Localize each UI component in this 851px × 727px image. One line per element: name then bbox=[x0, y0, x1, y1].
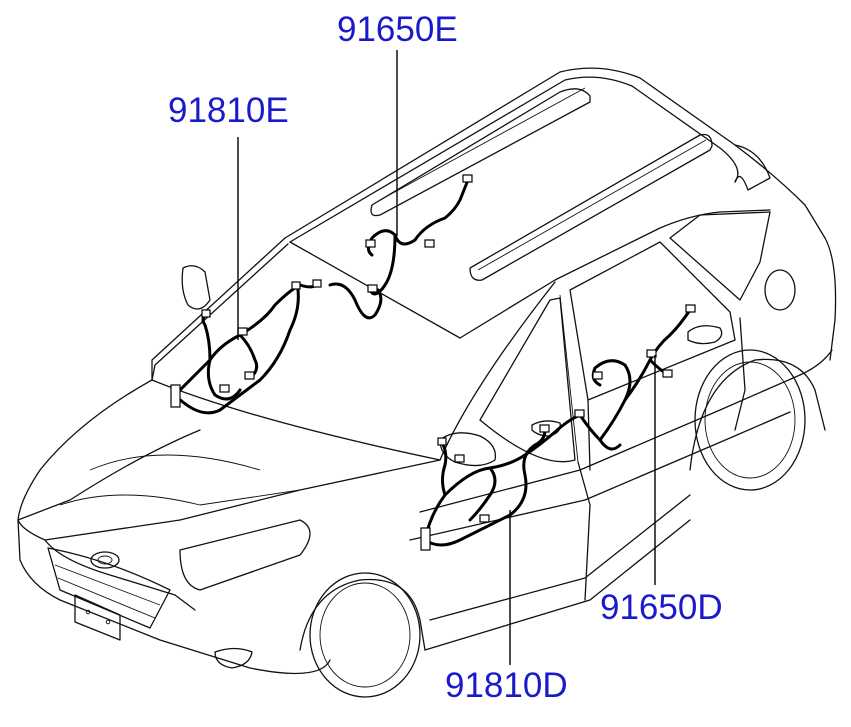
part-label-91650D: 91650D bbox=[600, 588, 723, 627]
harness-roof bbox=[328, 174, 473, 320]
harness-front-left bbox=[170, 279, 322, 415]
part-label-91810E: 91810E bbox=[168, 91, 289, 130]
part-label-91810D: 91810D bbox=[445, 666, 568, 705]
harness-front-right bbox=[420, 409, 622, 551]
part-label-91650E: 91650E bbox=[337, 10, 458, 49]
car-body bbox=[17, 67, 837, 698]
harness-rear bbox=[591, 304, 696, 442]
leader-lines bbox=[237, 50, 656, 665]
